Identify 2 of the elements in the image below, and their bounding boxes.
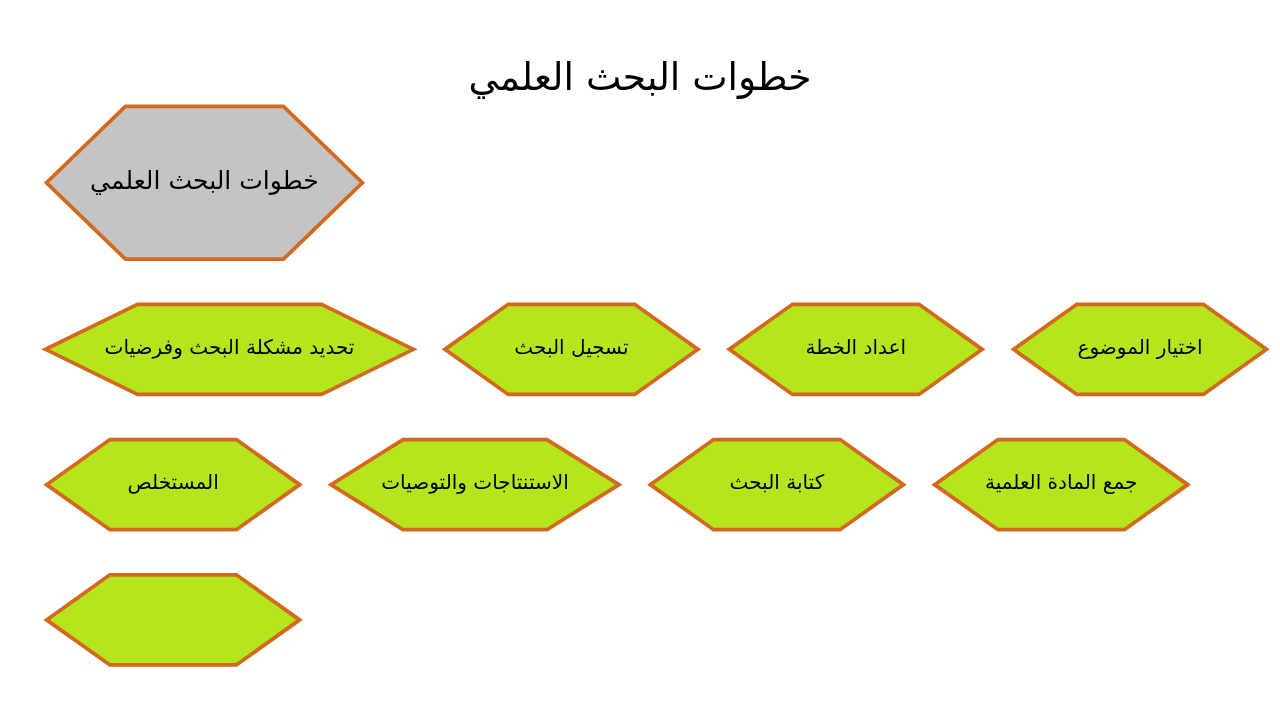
diagram-title: خطوات البحث العلمي bbox=[468, 55, 812, 100]
node-hexagon bbox=[43, 572, 303, 667]
